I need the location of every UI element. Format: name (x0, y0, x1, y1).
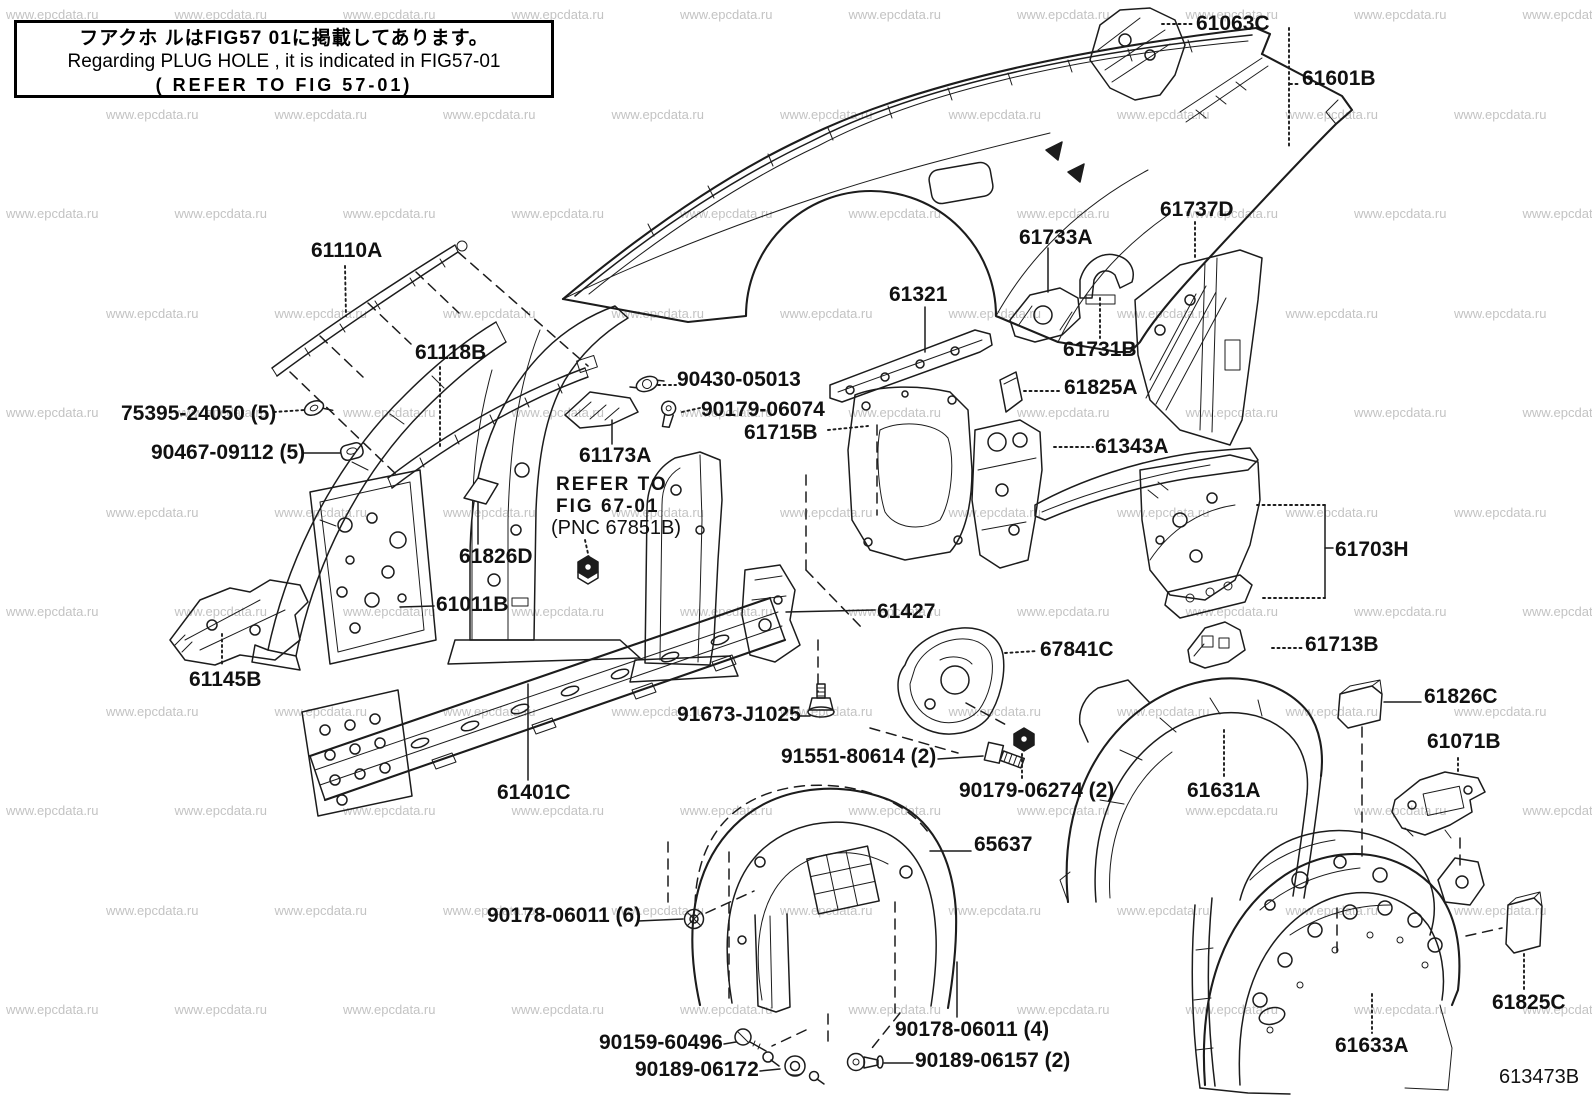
part-quarter-wheel-house-front (1034, 447, 1261, 619)
nut-icon (577, 555, 599, 585)
part-label-61173A: 61173A (579, 444, 652, 467)
part-label-61826D: 61826D (459, 545, 533, 568)
note-line-japanese: フアクホ ルはFIG57 01に掲載してあります。 (79, 27, 489, 49)
part-floor-side-gusset (897, 627, 1005, 735)
part-label-61145B: 61145B (189, 668, 262, 691)
part-roof-panel-bracket (1009, 287, 1081, 343)
part-plate-61826D (463, 477, 499, 505)
part-quarter-wheel-house-assembly (1191, 829, 1485, 1095)
grommet-icon (683, 908, 705, 930)
part-label-90430-05013: 90430-05013 (677, 368, 801, 391)
part-roof-side-inner-panel (1134, 249, 1263, 446)
part-label-61715B: 61715B (744, 421, 818, 444)
diagram-code: 613473B (1499, 1066, 1580, 1088)
part-label-61063C: 61063C (1196, 12, 1270, 35)
part-label-90178-06011-6: 90178-06011 (6) (487, 904, 642, 927)
part-label-65637: 65637 (974, 833, 1033, 856)
part-label-90159-60496: 90159-60496 (599, 1031, 723, 1054)
part-label-61110A: 61110A (311, 239, 383, 262)
refer-note-line1: REFER TO (556, 474, 668, 495)
refer-note-line2: FIG 67-01 (556, 496, 660, 517)
part-label-91673-J1025: 91673-J1025 (677, 703, 801, 726)
part-roof-drip-moulding (271, 240, 468, 377)
note-line-refer: ( REFER TO FIG 57-01) (155, 74, 413, 95)
part-roof-side-bracket (1089, 7, 1186, 101)
nut-icon (1013, 727, 1035, 752)
screw-icon (734, 1028, 780, 1067)
part-quarter-panel (561, 26, 1354, 354)
part-pillar-bracket (564, 391, 639, 429)
part-label-90467-09112: 90467-09112 (5) (151, 441, 306, 464)
note-box: フアクホ ルはFIG57 01に掲載してあります。 Regarding PLUG… (14, 20, 554, 98)
part-label-61703H: 61703H (1335, 538, 1409, 561)
part-label-90178-06011-4: 90178-06011 (4) (895, 1018, 1050, 1041)
part-pad-61826C (1337, 679, 1383, 729)
part-label-61631A: 61631A (1187, 779, 1261, 802)
note-line-english: Regarding PLUG HOLE , it is indicated in… (67, 50, 501, 72)
part-pad-61825C (1505, 891, 1543, 954)
part-quarter-lock-pillar-panel (847, 386, 973, 561)
part-label-61343A: 61343A (1095, 435, 1169, 458)
part-label-61427: 61427 (877, 600, 936, 623)
construction-dashes (289, 251, 1503, 1049)
part-label-61601B: 61601B (1302, 67, 1376, 90)
part-label-90189-06157: 90189-06157 (2) (915, 1049, 1071, 1072)
part-label-90189-06172: 90189-06172 (635, 1058, 759, 1081)
part-label-61825C: 61825C (1492, 991, 1566, 1014)
part-windshield-pillar-moulding (387, 355, 598, 489)
pin-clip-icon (846, 1052, 884, 1072)
wing-clip-icon (629, 375, 665, 393)
bolt-icon (983, 741, 1026, 769)
grommet-icon (784, 1055, 825, 1085)
part-front-pillar-assembly (251, 305, 641, 671)
pin-clip-icon (660, 400, 677, 428)
part-roof-side-hook (1079, 253, 1134, 305)
part-label-61826C: 61826C (1424, 685, 1498, 708)
part-luggage-lock-striker-base (1391, 771, 1486, 839)
clip-icon (339, 442, 364, 462)
bolt-icon (807, 683, 835, 718)
leader-lines (221, 23, 1525, 1072)
part-label-61401C: 61401C (497, 781, 571, 804)
part-label-91551-80614: 91551-80614 (2) (781, 745, 937, 768)
part-quarter-pillar-bracket (741, 564, 801, 663)
part-label-61118B: 61118B (415, 341, 487, 364)
part-center-pillar (629, 451, 739, 683)
part-quarter-pillar-inner (971, 419, 1043, 569)
part-front-fender-liner (691, 784, 958, 1013)
part-wheel-house-bracket (1187, 621, 1246, 669)
part-label-90179-06074: 90179-06074 (701, 398, 825, 421)
part-cowl-side-bracket (169, 579, 309, 666)
part-label-61321: 61321 (889, 283, 948, 306)
part-label-61071B: 61071B (1427, 730, 1501, 753)
part-label-61731B: 61731B (1063, 338, 1137, 361)
part-label-61633A: 61633A (1335, 1034, 1409, 1057)
part-rocker-panel (301, 596, 787, 817)
part-label-90179-06274: 90179-06274 (2) (959, 779, 1115, 802)
part-label-75395-24050: 75395-24050 (5) (121, 402, 277, 425)
part-label-61713B: 61713B (1305, 633, 1379, 656)
part-label-61737D: 61737D (1160, 198, 1234, 221)
refer-note-line3: (PNC 67851B) (551, 517, 682, 539)
part-plate-61825A (999, 371, 1023, 413)
part-label-67841C: 67841C (1040, 638, 1114, 661)
part-label-61011B: 61011B (436, 593, 509, 616)
clip-icon (303, 399, 334, 417)
part-roof-side-rail-reinforcement (829, 329, 993, 403)
part-label-61825A: 61825A (1064, 376, 1138, 399)
part-label-61733A: 61733A (1019, 226, 1093, 249)
